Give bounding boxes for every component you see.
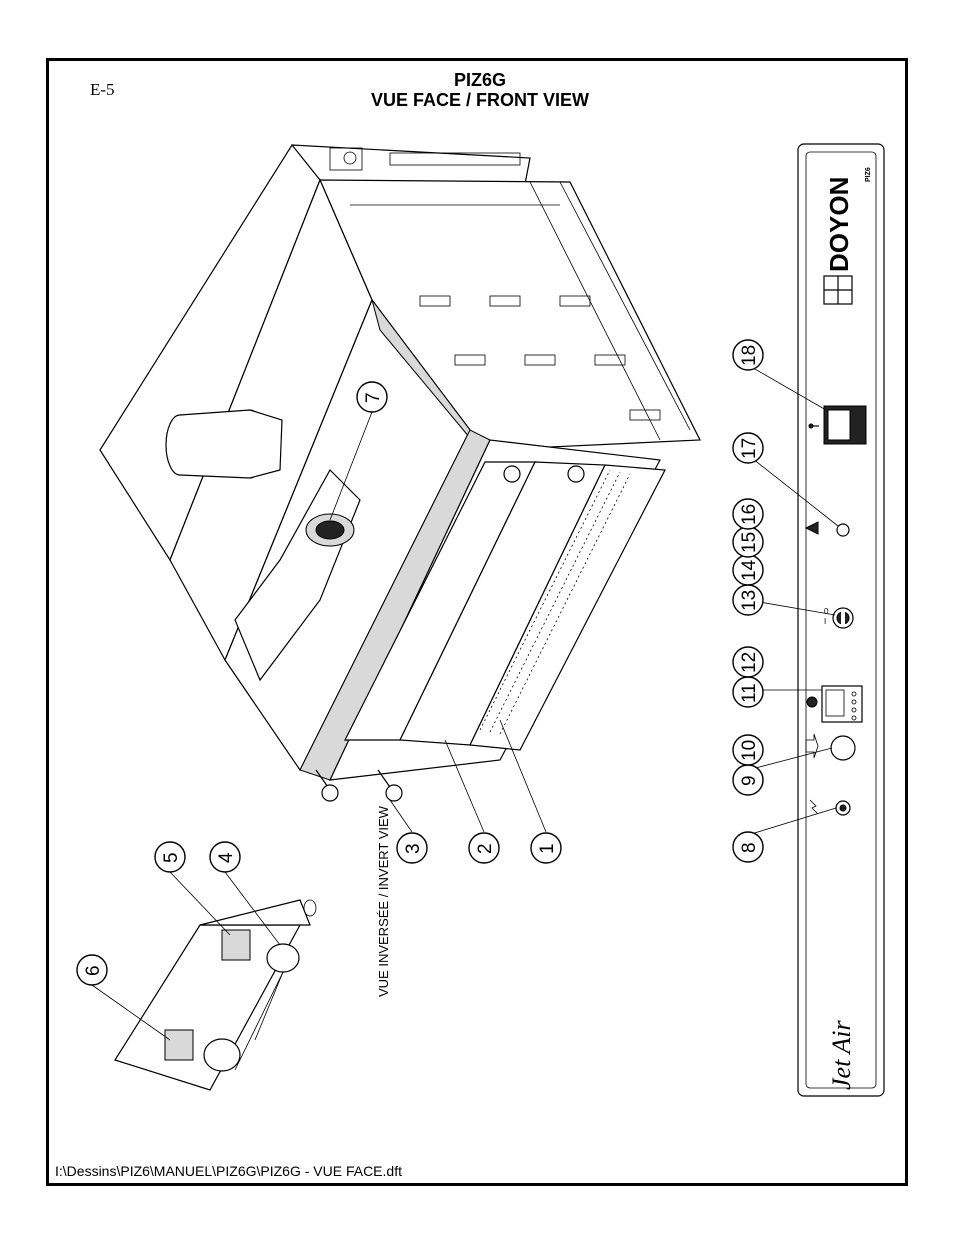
callout-13: 13 — [732, 584, 764, 616]
svg-text:11: 11 — [739, 683, 760, 703]
panel-model: PIZ6 — [865, 167, 872, 182]
svg-text:5: 5 — [161, 852, 182, 863]
callout-4: 4 — [209, 841, 241, 873]
door-handles — [315, 465, 585, 802]
svg-text:8: 8 — [739, 842, 760, 853]
callout-15: 15 — [732, 526, 764, 558]
callout-10: 10 — [732, 734, 764, 766]
svg-text:0: 0 — [824, 607, 829, 616]
callout-16: 16 — [732, 498, 764, 530]
svg-text:10: 10 — [739, 740, 760, 761]
callout-11: 11 — [732, 676, 764, 708]
doyon-logo: DOYON — [823, 177, 854, 305]
svg-text:2: 2 — [475, 843, 496, 854]
drawing-frame — [46, 58, 908, 1186]
svg-text:I: I — [824, 617, 826, 626]
oven-assembly — [99, 143, 701, 802]
warning-icon — [804, 521, 819, 535]
callout-9: 9 — [732, 764, 764, 796]
vent-slots — [389, 152, 661, 421]
page-code: E-5 — [90, 80, 115, 99]
callout-5: 5 — [154, 841, 186, 873]
svg-text:16: 16 — [739, 504, 760, 525]
fan-motor — [305, 513, 355, 547]
title-block: PIZ6G VUE FACE / FRONT VIEW — [300, 70, 660, 110]
temperature-display — [808, 405, 867, 445]
flue-pipe — [165, 409, 283, 479]
rack-pattern — [479, 469, 631, 735]
callout-7: 7 — [356, 381, 388, 413]
svg-text:18: 18 — [739, 345, 760, 366]
indicator-light — [836, 523, 850, 537]
power-indicator — [809, 799, 851, 816]
svg-text:4: 4 — [216, 852, 237, 863]
callout-3: 3 — [396, 832, 428, 864]
svg-text:17: 17 — [739, 438, 760, 459]
callout-18: 18 — [732, 339, 764, 371]
svg-text:6: 6 — [83, 965, 104, 976]
callout-1: 1 — [530, 832, 562, 864]
svg-text:13: 13 — [739, 590, 760, 611]
invert-view-inset — [114, 899, 317, 1091]
svg-text:1: 1 — [537, 843, 558, 854]
callout-6: 6 — [76, 954, 108, 986]
callout-2: 2 — [468, 832, 500, 864]
model-title: PIZ6G — [453, 70, 506, 90]
panel-script-logo: Jet Air — [827, 1020, 856, 1090]
svg-text:12: 12 — [739, 652, 760, 673]
svg-text:3: 3 — [403, 843, 424, 854]
callout-14: 14 — [732, 554, 764, 586]
timer-control — [806, 685, 863, 723]
view-title: VUE FACE / FRONT VIEW — [370, 90, 589, 110]
selector-switch: I 0 — [824, 607, 854, 629]
panel-brand: DOYON — [824, 177, 854, 272]
callout-12: 12 — [732, 646, 764, 678]
svg-text:9: 9 — [739, 775, 760, 786]
svg-text:15: 15 — [739, 532, 760, 553]
callout-17: 17 — [732, 432, 764, 464]
svg-text:7: 7 — [363, 392, 384, 403]
svg-text:14: 14 — [739, 559, 760, 581]
callout-8: 8 — [732, 831, 764, 863]
control-panel: DOYON PIZ6 I 0 — [797, 143, 885, 1097]
file-path: I:\Dessins\PIZ6\MANUEL\PIZ6G\PIZ6G - VUE… — [55, 1163, 402, 1179]
